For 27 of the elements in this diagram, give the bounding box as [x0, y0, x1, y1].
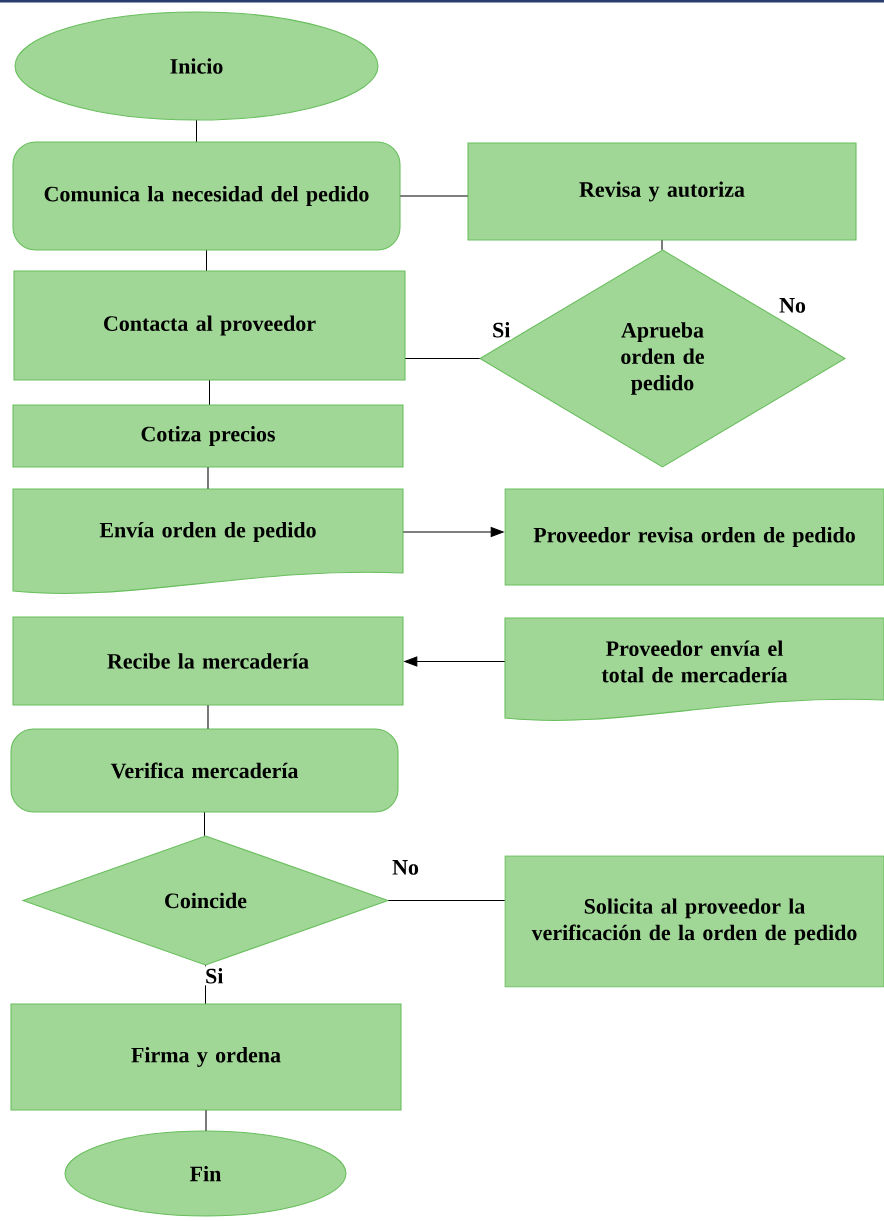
connector-line: [208, 379, 211, 406]
connector-line: [203, 811, 206, 837]
connector-line: [205, 1109, 207, 1132]
process-box: Contacta al proveedor: [13, 270, 406, 381]
process-box: Proveedor revisa orden de pedido: [504, 488, 884, 586]
branch-label: No: [779, 298, 806, 313]
edge-label: Si: [493, 322, 511, 338]
process-box: Firma y ordena: [10, 1003, 402, 1111]
connector-line: [661, 239, 663, 251]
connector-line: [404, 358, 481, 360]
process-box: Verifica mercadería: [10, 728, 399, 813]
process-box: Recibe la mercadería: [12, 616, 404, 706]
document-box: Proveedor envía el total de mercadería: [504, 617, 884, 721]
connector-line: [399, 195, 469, 197]
process-box: Solicita al proveedor la verificación de la orden de pedido: [504, 855, 884, 988]
process-box: Revisa y autoriza: [467, 142, 857, 241]
connector-line: [195, 119, 198, 143]
connector-line: [204, 964, 207, 1005]
connector-line: [207, 466, 209, 490]
connector-line: [387, 900, 506, 902]
process-box: Comunica la necesidad del pedido: [12, 141, 401, 251]
connector-line: [205, 249, 208, 272]
edge-label: No: [392, 860, 419, 875]
connector-line: [207, 704, 209, 730]
document-box: Envía orden de pedido: [12, 488, 404, 594]
edge-label: Si: [206, 968, 224, 984]
process-box: Cotiza precios: [12, 404, 404, 468]
